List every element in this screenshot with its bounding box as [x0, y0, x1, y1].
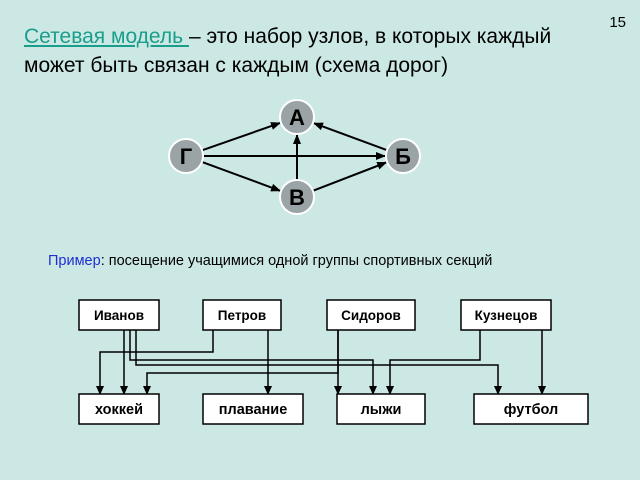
- graph-node-label: Г: [180, 144, 193, 169]
- title-definition: – это набор узлов, в которых каждый може…: [24, 25, 552, 77]
- graph-node-label: Б: [395, 144, 411, 169]
- section-box-frame: [78, 393, 160, 425]
- link-ivanov-skiing: [129, 330, 377, 395]
- graph-node: Г: [168, 138, 204, 174]
- section-label: плавание: [219, 402, 288, 418]
- student-box-sidorov: Сидоров: [326, 299, 416, 331]
- graph-node-label: В: [289, 185, 305, 210]
- student-box-ivanov: Иванов: [78, 299, 160, 331]
- student-box-frame: [460, 299, 552, 331]
- section-box-frame: [473, 393, 589, 425]
- student-label: Сидоров: [341, 308, 401, 323]
- section-box-football: футбол: [473, 393, 589, 425]
- graph-edge-G-A: [201, 122, 281, 152]
- graph-node: Б: [385, 138, 421, 174]
- section-box-frame: [202, 393, 304, 425]
- student-label: Петров: [218, 308, 266, 323]
- section-box-hockey: хоккей: [78, 393, 160, 425]
- student-box-frame: [326, 299, 416, 331]
- link-kuznetsov-skiing: [386, 330, 481, 395]
- section-label: лыжи: [361, 402, 402, 418]
- student-box-frame: [78, 299, 160, 331]
- student-label: Кузнецов: [475, 308, 538, 323]
- graph-node-circle: [168, 138, 204, 174]
- graph-node-label: А: [289, 105, 305, 130]
- student-label: Иванов: [94, 308, 144, 323]
- graph-node-circle: [279, 99, 315, 135]
- section-box-frame: [336, 393, 426, 425]
- section-label: футбол: [504, 402, 559, 418]
- graph-edge-V-B: [312, 161, 388, 192]
- graph-edge-G-V: [201, 160, 282, 192]
- student-box-kuznetsov: Кузнецов: [460, 299, 552, 331]
- graph-node-circle: [279, 179, 315, 215]
- graph-node: А: [279, 99, 315, 135]
- link-petrov-hockey: [96, 330, 214, 395]
- link-sidorov-hockey: [143, 330, 339, 395]
- title-term: Сетевая модель: [24, 25, 189, 48]
- section-box-swimming: плавание: [202, 393, 304, 425]
- section-label: хоккей: [95, 402, 143, 418]
- slide-number: 15: [609, 14, 626, 31]
- example-text: : посещение учащимися одной группы спорт…: [100, 253, 493, 269]
- student-box-petrov: Петров: [202, 299, 282, 331]
- student-box-frame: [202, 299, 282, 331]
- example-caption: Пример: посещение учащимися одной группы…: [48, 253, 492, 269]
- graph-node-circle: [385, 138, 421, 174]
- graph-node: В: [279, 179, 315, 215]
- link-ivanov-football: [135, 330, 502, 395]
- section-box-skiing: лыжи: [336, 393, 426, 425]
- slide-title: Сетевая модель – это набор узлов, в кото…: [24, 22, 584, 80]
- graph-edge-B-A: [312, 122, 388, 152]
- example-lead: Пример: [48, 253, 101, 269]
